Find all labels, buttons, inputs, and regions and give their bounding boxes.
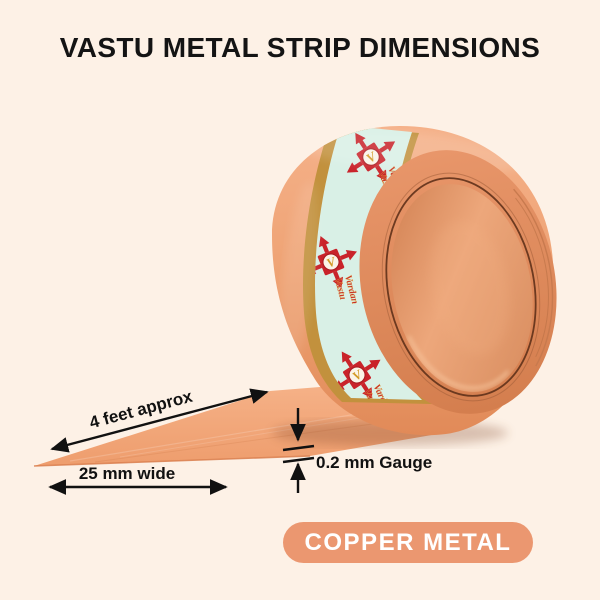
gauge-arrows-icon — [282, 408, 315, 493]
roll-front-face — [359, 150, 557, 414]
length-arrow-icon — [50, 388, 269, 453]
dimension-arrows — [48, 388, 315, 495]
width-annotation: 25 mm wide — [78, 464, 176, 483]
copper-roll — [272, 126, 557, 436]
material-badge: COPPER METAL — [283, 522, 533, 563]
page-title: VASTU METAL STRIP DIMENSIONS — [59, 32, 541, 63]
gauge-annotation: 0.2 mm Gauge — [316, 453, 433, 472]
